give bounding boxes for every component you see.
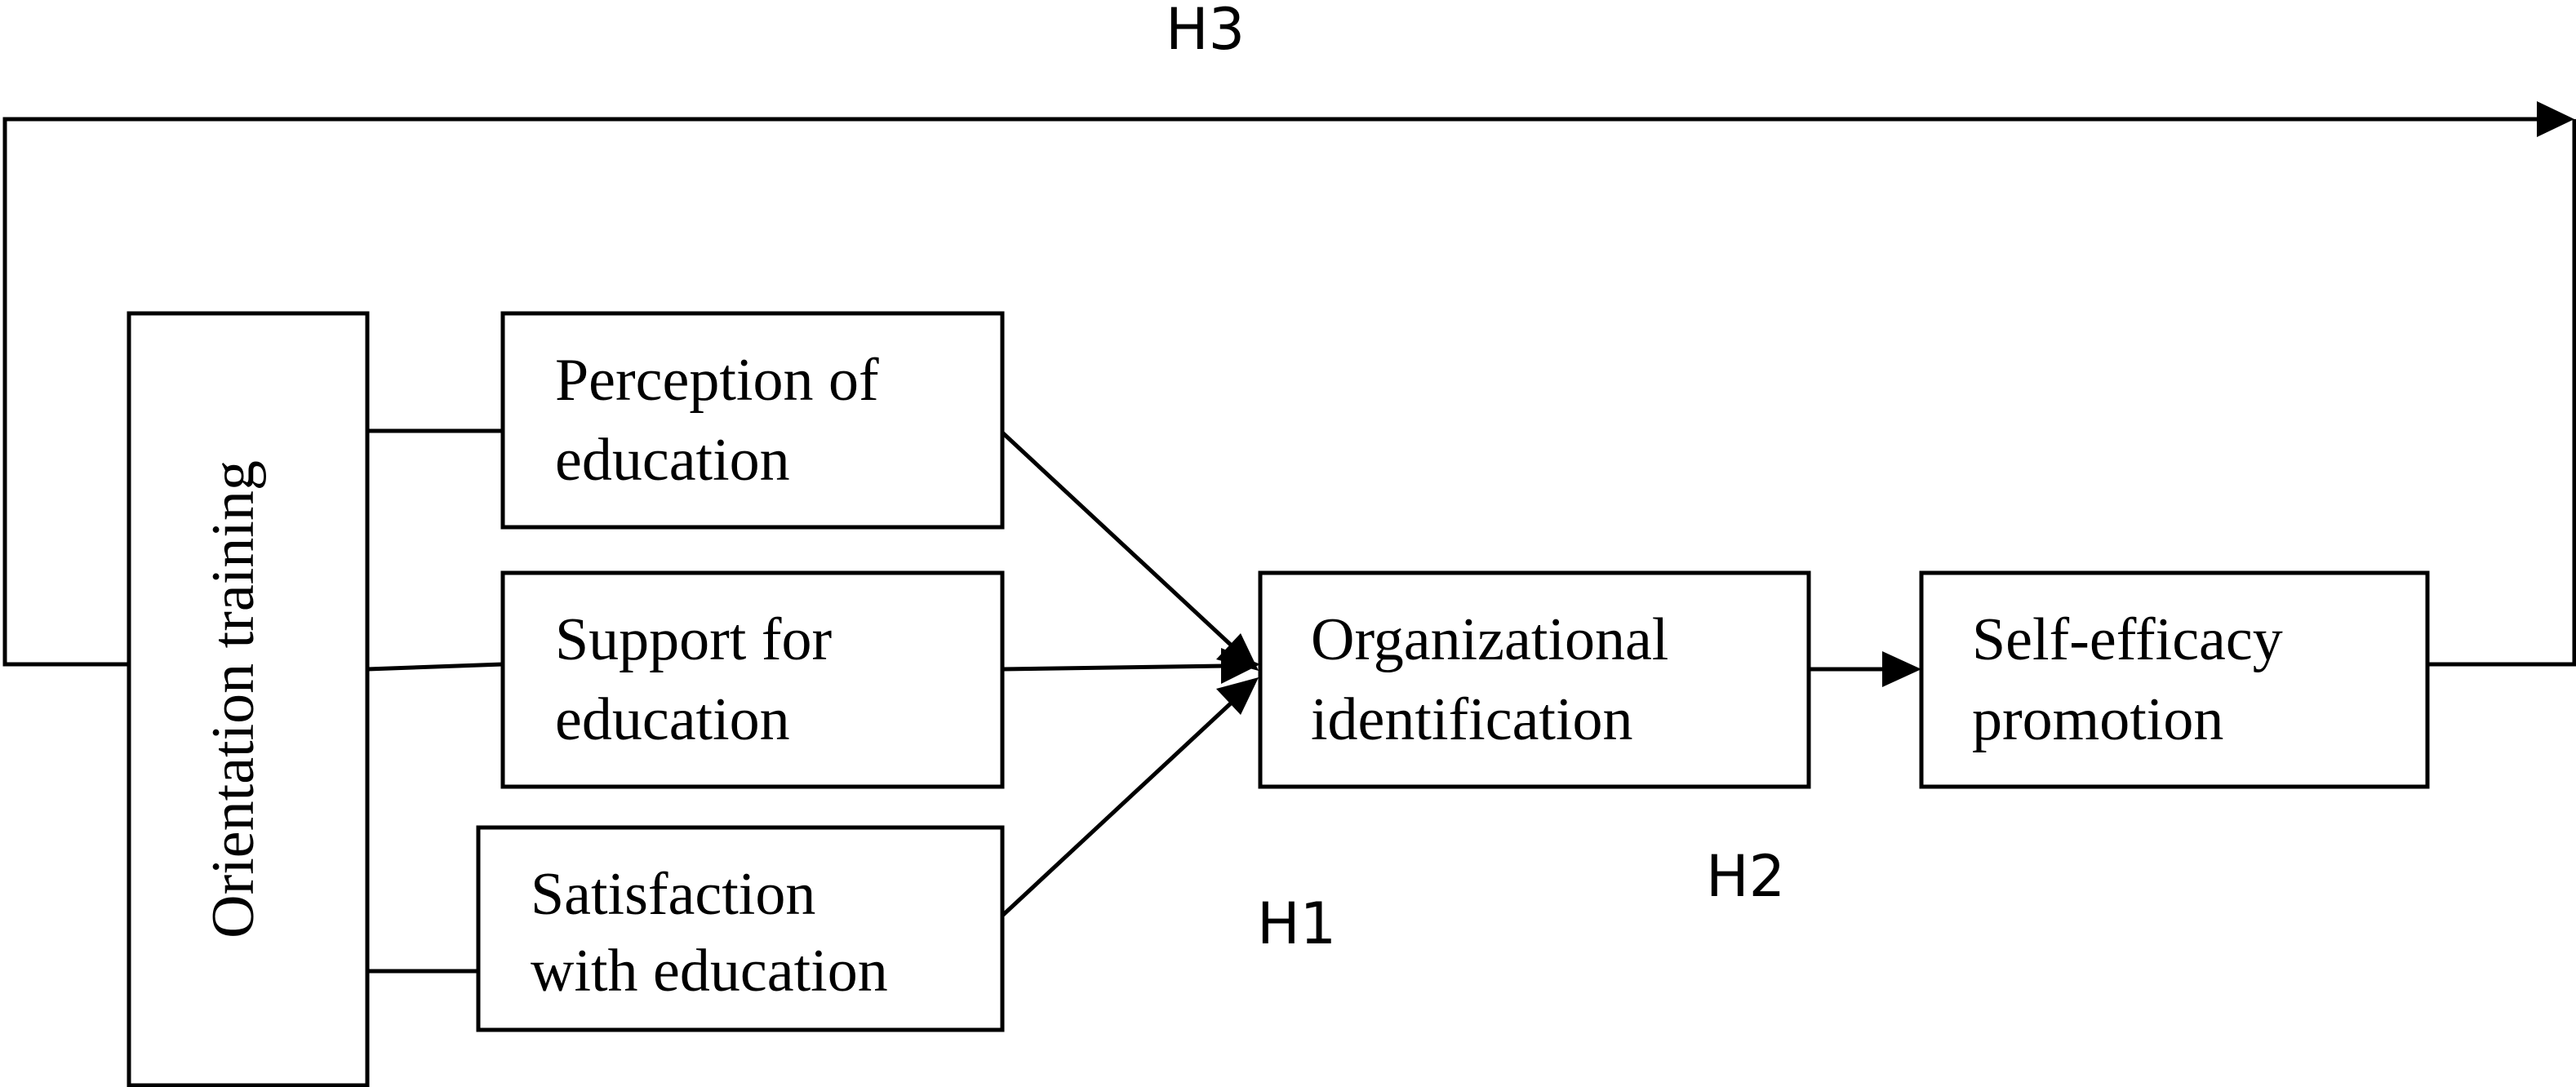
edge-h3-loop: [2, 101, 2576, 667]
node-organizational-identification: [1258, 570, 1811, 789]
label-perception-line2: education: [555, 427, 790, 494]
edge-orientation-connectors: [366, 428, 504, 974]
label-satisfaction-line1: Satisfaction: [531, 861, 815, 928]
label-h1: H1: [1257, 890, 1336, 957]
edge-h1-arrows: [1001, 431, 1260, 917]
label-selfefficacy-line2: promotion: [1972, 686, 2223, 753]
label-support-line2: education: [555, 686, 790, 753]
label-identification-line1: Organizational: [1311, 606, 1668, 673]
edge-h2-arrow: [1809, 651, 1921, 687]
label-h3: H3: [1166, 0, 1245, 63]
label-h2: H2: [1706, 843, 1785, 910]
label-selfefficacy-line1: Self-efficacy: [1972, 606, 2283, 673]
label-perception-line1: Perception of: [555, 347, 879, 414]
node-support-for-education: [500, 570, 1005, 789]
label-identification-line2: identification: [1311, 686, 1633, 753]
label-orientation-training: Orientation training: [200, 460, 267, 938]
label-satisfaction-line2: with education: [531, 938, 888, 1005]
node-perception-of-education: [500, 311, 1005, 530]
label-support-line1: Support for: [555, 606, 832, 673]
node-self-efficacy-promotion: [1919, 570, 2430, 789]
node-orientation-training: [127, 311, 370, 1087]
node-satisfaction-with-education: [476, 825, 1005, 1032]
